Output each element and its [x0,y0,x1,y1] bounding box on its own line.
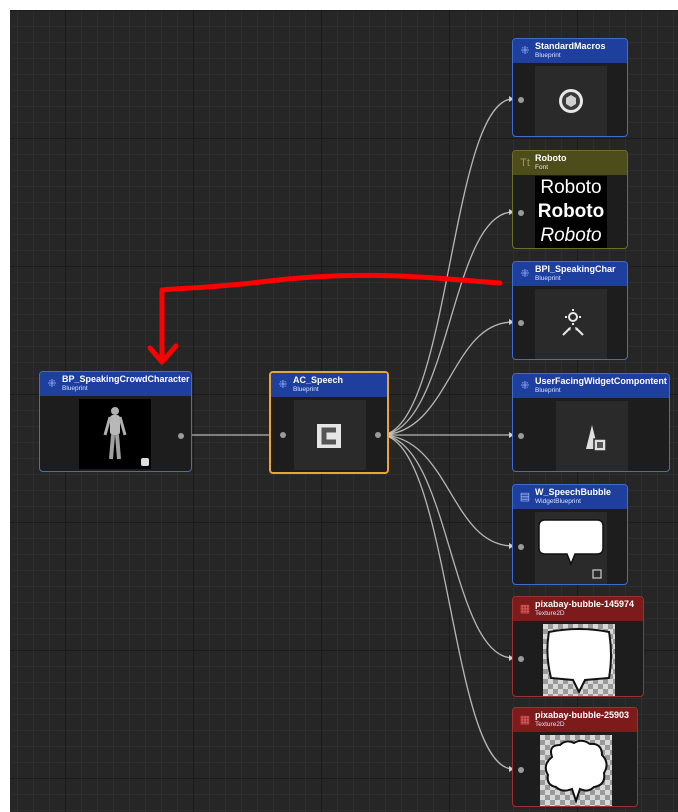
output-pin[interactable] [375,432,381,438]
blueprint-icon: ⁜ [278,379,288,391]
input-pin[interactable] [280,432,286,438]
node-type: Blueprint [535,275,561,282]
wire-ac-roboto [379,211,514,436]
node-header: ▤ W_SpeechBubble WidgetBlueprint [513,485,627,509]
interface-thumbnail [535,289,607,359]
character-badge-icon [141,458,149,466]
node-type: Font [535,164,549,171]
node-standard-macros[interactable]: ⁜ StandardMacros Blueprint [512,38,628,137]
input-pin[interactable] [518,97,524,103]
widget-thumbnail [535,512,607,584]
blueprint-icon: ⁜ [47,378,57,390]
font-preview-italic: Roboto [540,225,602,246]
font-preview-regular: Roboto [540,177,602,198]
node-type: Texture2D [535,610,565,617]
wire-ac-pixabay2 [379,434,514,770]
widget-component-icon [586,425,607,452]
node-ac-speech[interactable]: ⁜ AC_Speech Blueprint [269,371,389,474]
widget-icon: ▤ [519,491,531,503]
blueprint-icon: ⁜ [520,380,530,392]
character-thumbnail [79,399,151,469]
node-pixabay-bubble-145974[interactable]: ▦ pixabay-bubble-145974 Texture2D [512,596,644,697]
node-bp-speaking-crowd-character[interactable]: ⁜ BP_SpeakingCrowdCharacter Blueprint [39,371,192,472]
speech-bubble [538,519,604,579]
blueprint-icon: ⁜ [520,268,530,280]
input-pin[interactable] [518,544,524,550]
macro-thumbnail [535,66,607,136]
texture-icon: ▦ [519,603,531,615]
node-pixabay-bubble-25903[interactable]: ▦ pixabay-bubble-25903 Texture2D [512,707,638,807]
node-type: Texture2D [535,721,565,728]
component-icon [317,424,341,448]
wire-ac-wspeech [379,434,514,547]
texture-thumbnail [543,624,615,696]
reference-viewer-graph[interactable]: ⁜ BP_SpeakingCrowdCharacter Blueprint ⁜ … [10,10,678,812]
node-header: Tt Roboto Font [513,151,627,175]
blueprint-icon: ⁜ [520,45,530,57]
node-title: Roboto [535,153,567,163]
font-preview-bold: Roboto [537,201,605,222]
node-title: AC_Speech [293,375,344,385]
node-type: Blueprint [535,387,561,394]
input-pin[interactable] [518,767,524,773]
node-title: BPI_SpeakingChar [535,264,616,274]
node-header: ⁜ BP_SpeakingCrowdCharacter Blueprint [40,372,191,396]
node-title: W_SpeechBubble [535,487,612,497]
input-pin[interactable] [518,656,524,662]
annotation-arrow [159,272,503,361]
node-header: ⁜ BPI_SpeakingChar Blueprint [513,262,627,286]
cube-icon [559,89,583,113]
node-bpi-speaking-char[interactable]: ⁜ BPI_SpeakingChar Blueprint [512,261,628,360]
annotation-arrowhead [147,343,179,365]
texture-icon: ▦ [519,714,531,726]
speech-bubble [544,739,608,805]
input-pin[interactable] [518,433,524,439]
texture-thumbnail [540,735,612,806]
wire-ac-bpi [379,321,514,436]
node-title: UserFacingWidgetCompontent [535,376,667,386]
input-pin[interactable] [518,210,524,216]
node-header: ⁜ StandardMacros Blueprint [513,39,627,63]
font-preview: Roboto Roboto Roboto [535,176,607,248]
node-type: WidgetBlueprint [535,498,581,505]
node-header: ⁜ AC_Speech Blueprint [271,373,387,397]
node-roboto[interactable]: Tt Roboto Font Roboto Roboto Roboto [512,150,628,249]
node-w-speech-bubble[interactable]: ▤ W_SpeechBubble WidgetBlueprint [512,484,628,585]
node-title: pixabay-bubble-25903 [535,710,630,720]
node-title: StandardMacros [535,41,606,51]
widget-component-thumbnail [556,401,628,471]
node-header: ▦ pixabay-bubble-25903 Texture2D [513,708,637,732]
connection-wires [147,96,514,772]
node-type: Blueprint [62,385,88,392]
speech-bubble [546,628,612,695]
node-title: BP_SpeakingCrowdCharacter [62,374,190,384]
node-header: ▦ pixabay-bubble-145974 Texture2D [513,597,643,621]
output-pin[interactable] [178,433,184,439]
wire-ac-standardmacros [379,98,514,436]
component-thumbnail [294,400,366,470]
font-icon: Tt [520,157,530,169]
node-user-facing-widget-component[interactable]: ⁜ UserFacingWidgetCompontent Blueprint [512,373,670,472]
node-type: Blueprint [293,386,319,393]
node-title: pixabay-bubble-145974 [535,599,635,609]
node-type: Blueprint [535,52,561,59]
input-pin[interactable] [518,320,524,326]
node-header: ⁜ UserFacingWidgetCompontent Blueprint [513,374,669,398]
interface-icon [562,309,584,336]
wire-ac-pixabay1 [379,434,514,659]
